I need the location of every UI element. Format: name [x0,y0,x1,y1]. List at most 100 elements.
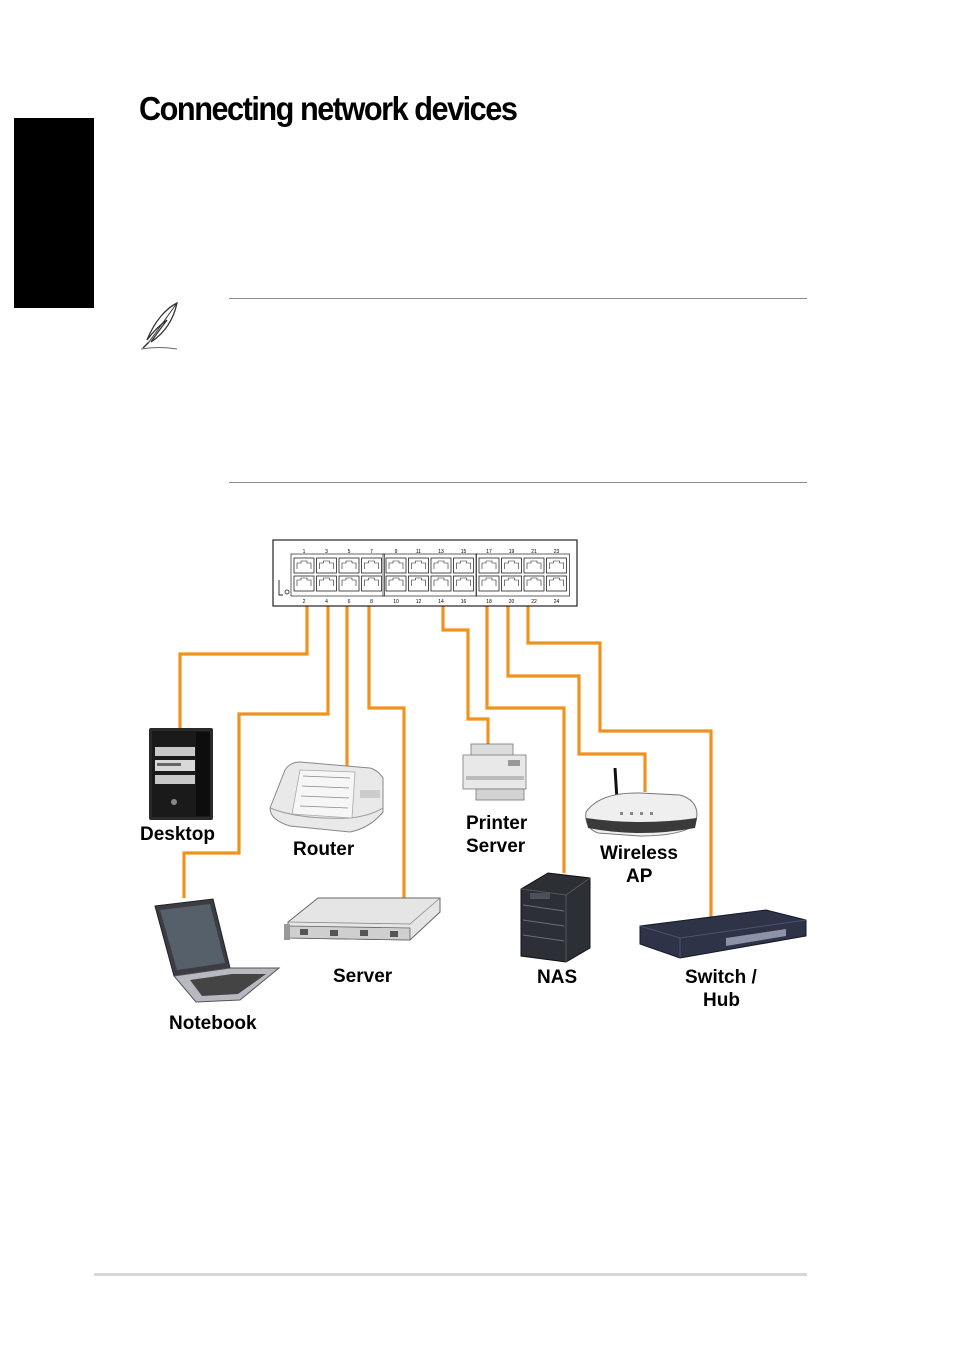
printer-icon [462,743,527,801]
cable-nas [485,597,566,873]
switch-port-number-bottom: 18 [486,599,492,605]
notebook-label: Notebook [169,1013,257,1034]
port-socket-outline [549,577,564,586]
port-socket-outline [526,577,542,586]
port-socket-outline [481,577,497,586]
port-socket-outline [319,577,334,586]
switch-hub-label-line1: Switch / [685,967,758,988]
printer-server-label-line1: Printer [466,813,528,834]
cables [178,597,713,917]
language-side-tab [14,118,94,308]
cable-printer-server [441,597,490,744]
port-block [290,553,385,597]
switch-port [523,557,545,574]
switch-port [293,557,315,574]
page-title: Connecting network devices [139,90,518,127]
switch-port-number-top: 1 [303,549,306,555]
switch-port-number-bottom: 20 [509,599,515,605]
desktop-icon [149,728,213,820]
switch-port [478,557,500,574]
switch-port-number-top: 19 [509,549,515,555]
port-socket-outline [456,577,471,586]
nas-label: NAS [537,967,577,988]
port-socket-outline [433,560,449,569]
switch-port [408,557,429,574]
switch-port-number-bottom: 24 [554,599,560,605]
port-socket-outline [388,577,404,586]
switch-port-number-bottom: 8 [370,599,373,605]
switch-port-number-top: 13 [438,549,444,555]
port-socket-outline [504,560,519,569]
switch-port-number-bottom: 10 [393,599,399,605]
port-socket-outline [388,560,404,569]
port-socket-outline [364,560,379,569]
switch-port-number-bottom: 22 [531,599,537,605]
switch-port-number-bottom: 4 [325,599,328,605]
port-socket-outline [411,560,426,569]
switch-port-number-top: 15 [461,549,467,555]
port-socket-outline [296,560,312,569]
switch-port [361,557,382,574]
switch-port-number-top: 11 [416,549,421,555]
switch-ports [290,553,570,597]
note-bottom-rule [229,482,807,483]
wireless-ap-label-line1: Wireless [600,843,678,864]
cable-wireless-ap [506,597,647,792]
switch-port [453,557,474,574]
server-label: Server [333,966,393,987]
router-icon [269,761,384,833]
router-label: Router [293,839,355,860]
wireless-ap-icon [585,767,698,837]
printer-server-label-line2: Server [466,836,526,857]
switch-port [430,557,452,574]
switch-port [501,557,522,574]
switch-port [316,557,337,574]
cable-notebook [182,597,330,898]
port-socket-outline [504,577,519,586]
server-icon [284,897,441,941]
switch-port [546,557,567,574]
note-top-rule [229,298,807,299]
port-socket-outline [341,577,357,586]
switch-hub-label-line2: Hub [703,990,740,1011]
nas-icon [520,872,591,963]
port-socket-outline [341,560,357,569]
port-socket-outline [364,577,379,586]
switch-port-number-bottom: 14 [438,599,444,605]
switch-port-number-bottom: 6 [348,599,351,605]
switch-port [338,557,360,574]
switch-port-number-bottom: 16 [461,599,467,605]
switch-port-number-top: 17 [486,549,492,555]
cable-switch-hub [526,597,713,917]
switch-port [385,557,407,574]
port-block [475,553,570,597]
switch-port-number-top: 21 [531,549,537,555]
switch-port-number-top: 23 [554,549,560,555]
footer-rule [94,1273,807,1276]
desktop-label: Desktop [140,824,215,845]
switch-port-number-top: 3 [325,549,328,555]
switch-port-number-top: 7 [370,549,373,555]
port-socket-outline [456,560,471,569]
port-block [382,553,477,597]
port-socket-outline [433,577,449,586]
port-socket-outline [296,577,312,586]
quill-pen-icon [137,300,185,352]
switch-port-number-top: 5 [348,549,351,555]
switch-port-number-bottom: 12 [416,599,422,605]
port-socket-outline [549,560,564,569]
notebook-icon [154,898,281,1003]
switch-hub-icon [639,909,807,959]
port-socket-outline [526,560,542,569]
cable-server [367,597,406,898]
port-socket-outline [481,560,497,569]
wireless-ap-label-line2: AP [626,866,653,887]
switch-port-number-bottom: 2 [303,599,306,605]
switch-port-number-top: 9 [395,549,398,555]
cable-desktop [178,597,309,728]
port-socket-outline [319,560,334,569]
